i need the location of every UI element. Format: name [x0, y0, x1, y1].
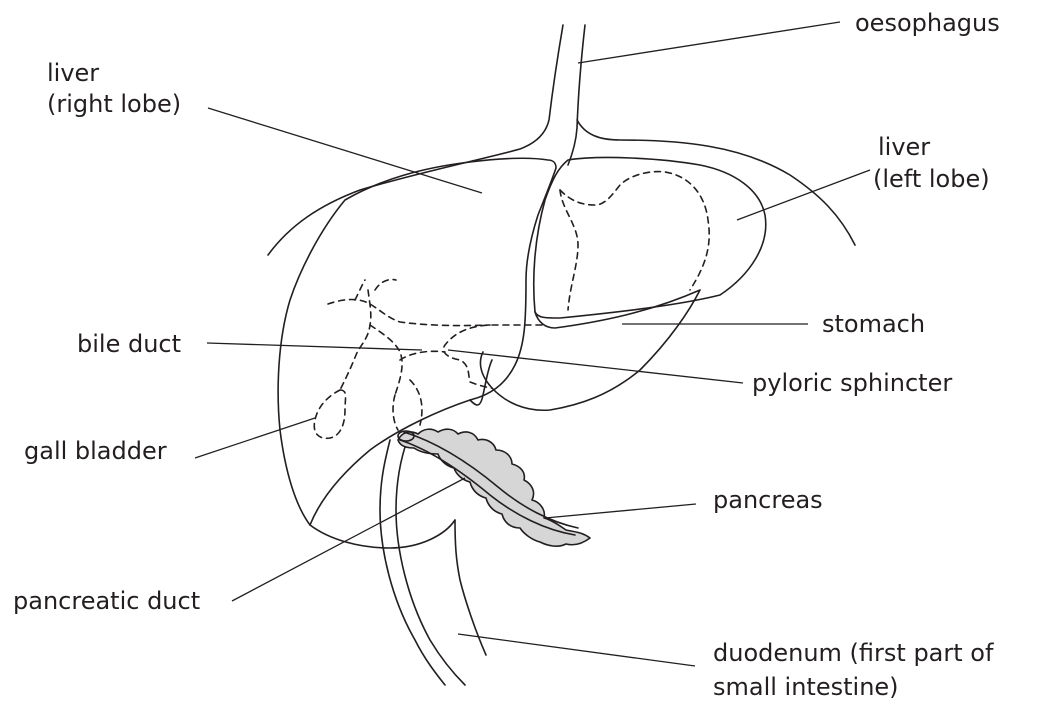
bile-duct-hidden-4: [370, 325, 402, 395]
duodenum-wall-b: [396, 438, 465, 685]
bile-duct-hidden-2: [340, 290, 371, 390]
label-liver-right-line2: (right lobe): [47, 90, 181, 118]
stomach-outline: [480, 290, 700, 410]
label-pancreatic-duct: pancreatic duct: [13, 587, 200, 615]
leader-pancreas: [545, 504, 696, 518]
label-duodenum-line2: small intestine): [713, 673, 899, 701]
leader-bile-duct: [207, 343, 422, 350]
liver-left-lobe: [534, 158, 766, 318]
pancreas-body: [398, 429, 590, 546]
anatomy-drawing: [268, 25, 855, 685]
stomach-hidden-outline: [560, 172, 709, 290]
leader-lines: [195, 22, 870, 666]
labels: oesophagus liver (right lobe) liver (lef…: [13, 9, 1000, 701]
label-stomach: stomach: [822, 310, 925, 338]
leader-oesophagus: [578, 22, 840, 63]
label-pancreas: pancreas: [713, 486, 823, 514]
diaphragm-right: [577, 120, 855, 245]
label-pyloric-sphincter: pyloric sphincter: [752, 369, 952, 397]
oesophagus-outline-right: [568, 25, 585, 165]
label-duodenum-line1: duodenum (first part of: [713, 639, 994, 667]
bile-duct-hidden-1: [328, 300, 490, 326]
cystic-duct-hidden: [393, 351, 445, 430]
leader-liver-left: [737, 170, 870, 220]
label-liver-right-line1: liver: [47, 59, 99, 87]
leader-liver-right: [208, 108, 482, 193]
leader-gall-bladder: [195, 418, 315, 458]
leader-duodenum: [458, 634, 695, 666]
label-oesophagus: oesophagus: [855, 9, 1000, 37]
label-liver-left-line2: (left lobe): [873, 165, 990, 193]
gall-bladder-outline: [314, 390, 345, 438]
leader-pyloric-sphincter: [448, 350, 743, 383]
stomach-hidden-left: [560, 190, 578, 310]
label-liver-left-line1: liver: [878, 133, 930, 161]
bile-duct-hidden-3: [355, 279, 396, 300]
pyloric-hidden-path: [443, 325, 542, 388]
label-gall-bladder: gall bladder: [24, 437, 167, 465]
label-bile-duct: bile duct: [77, 330, 181, 358]
